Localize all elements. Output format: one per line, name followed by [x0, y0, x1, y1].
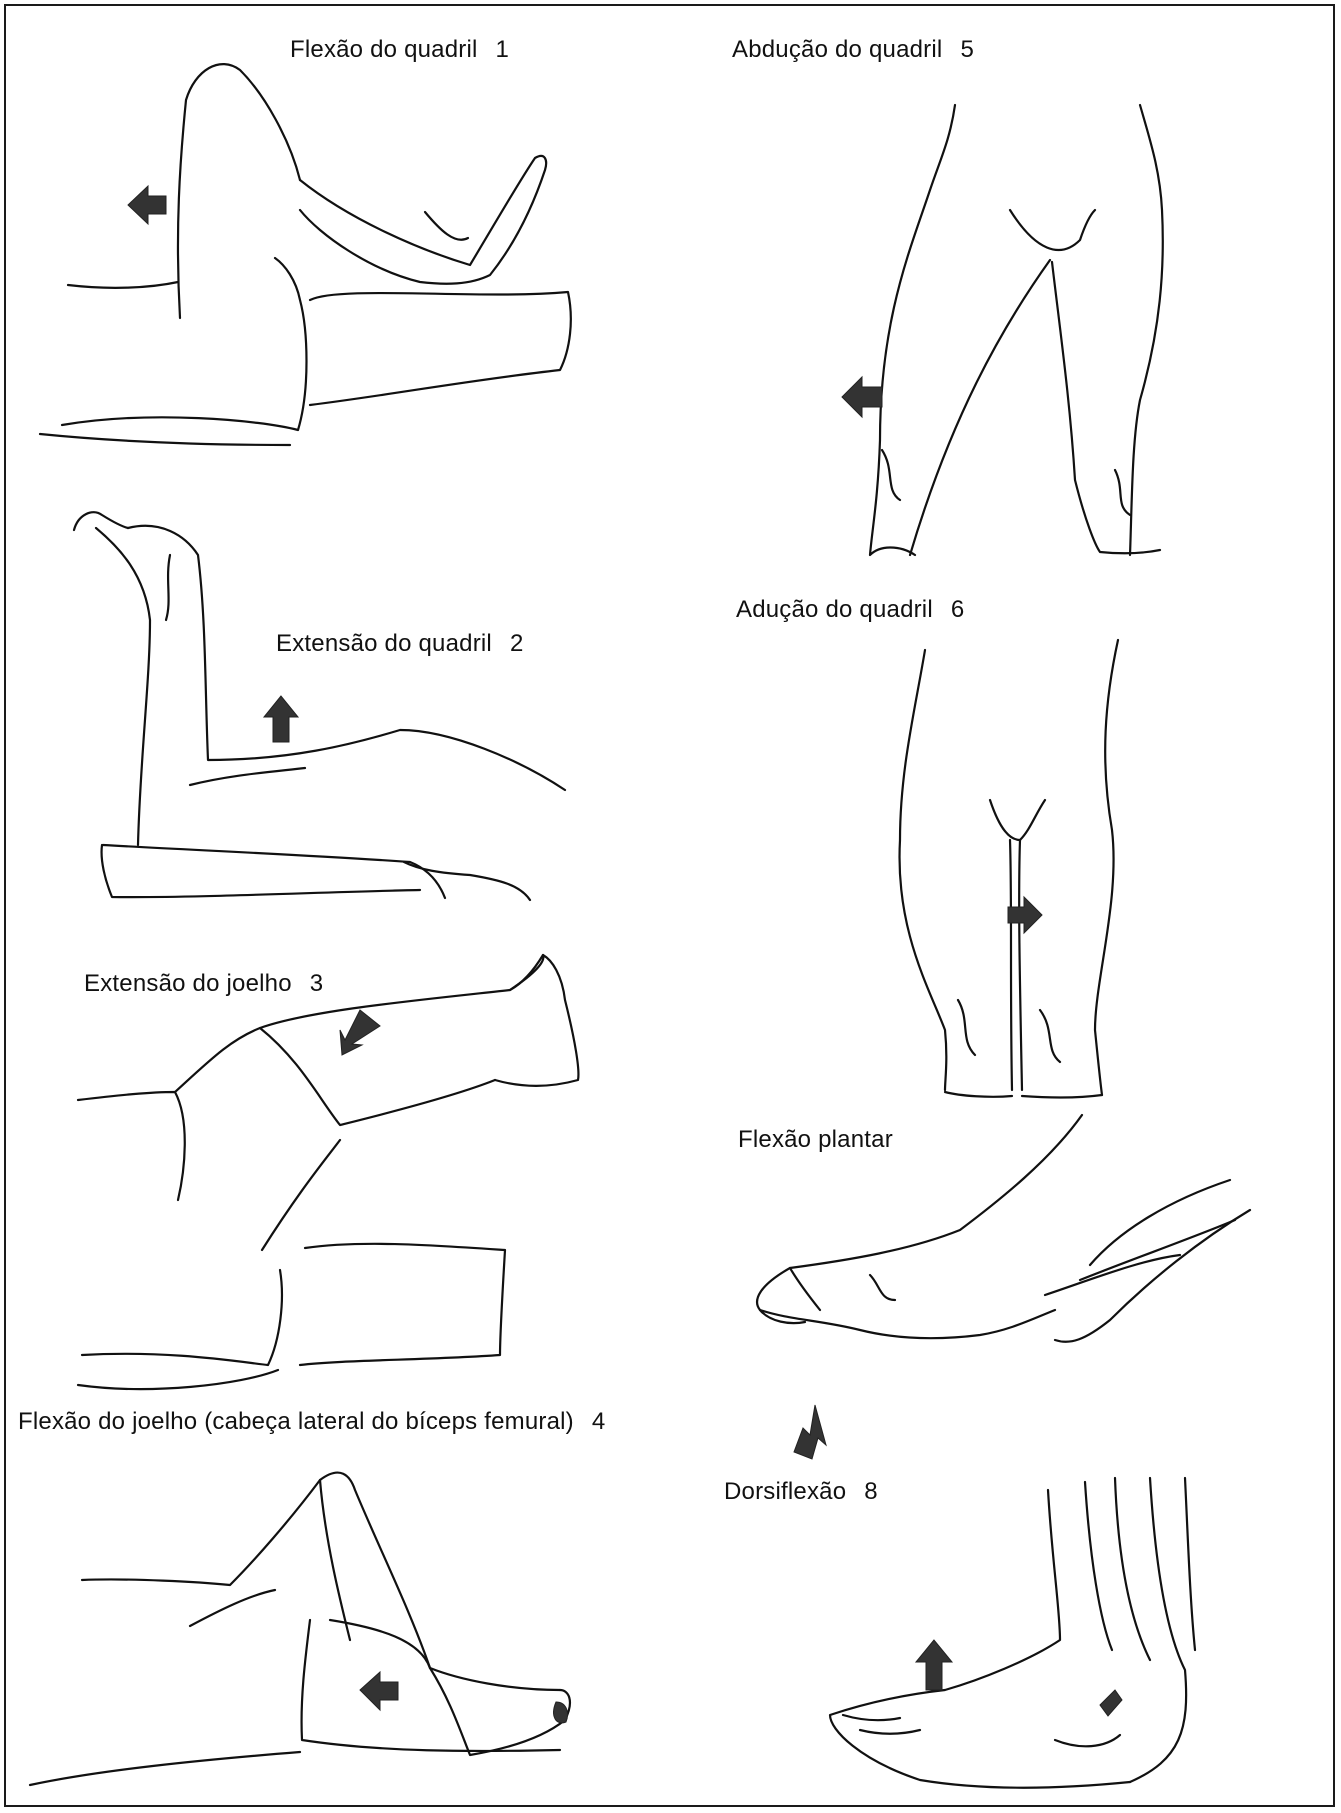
knee-flexion-illustration — [30, 1473, 570, 1785]
knee-extension-illustration — [78, 955, 578, 1389]
hip-adduction-illustration — [900, 640, 1118, 1097]
hip-abduction-illustration — [842, 105, 1163, 555]
hip-extension-illustration — [74, 512, 565, 900]
dorsiflexion-illustration — [830, 1478, 1195, 1788]
hip-flexion-illustration — [40, 64, 571, 445]
plantar-flexion-illustration — [757, 1115, 1250, 1459]
